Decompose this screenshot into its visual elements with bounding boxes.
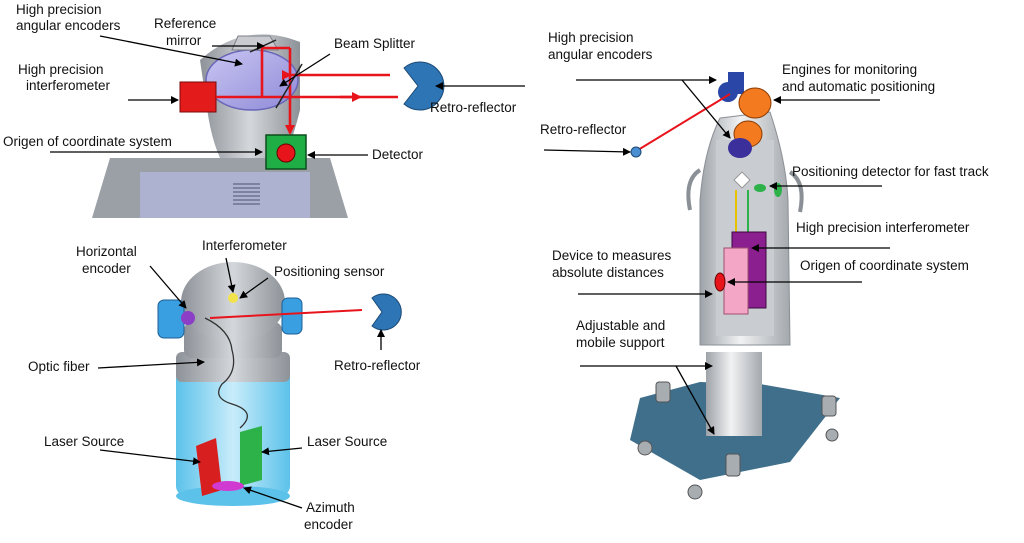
tl-interferometer-label-2: interferometer bbox=[26, 78, 111, 93]
r-engines-label-1: Engines for monitoring bbox=[782, 62, 918, 77]
tl-beam-splitter-label: Beam Splitter bbox=[334, 36, 416, 51]
right-laser-beam bbox=[637, 93, 731, 151]
r-angular-encoders-label-1: High precision bbox=[548, 30, 634, 45]
top-left-schematic bbox=[92, 34, 445, 218]
bl-azimuth-encoder-label-1: Azimuth bbox=[306, 500, 355, 515]
r-origen-label: Origen of coordinate system bbox=[800, 258, 969, 273]
bottom-left-cutaway bbox=[157, 262, 402, 506]
tl-angular-encoders-label-1: High precision bbox=[16, 2, 102, 17]
right-encoder-cap bbox=[281, 297, 303, 335]
bl-laser-source-left-label: Laser Source bbox=[44, 434, 125, 449]
bl-laser-source-right-label: Laser Source bbox=[307, 434, 388, 449]
r-support-label-2: mobile support bbox=[576, 335, 665, 350]
tl-origen-label: Origen of coordinate system bbox=[3, 134, 172, 149]
tl-angular-encoders-label-2: angular encoders bbox=[16, 18, 121, 33]
bl-positioning-sensor-label: Positioning sensor bbox=[274, 264, 385, 279]
bl-optic-fiber-label: Optic fiber bbox=[28, 359, 90, 374]
r-device-label-2: absolute distances bbox=[552, 265, 664, 280]
azimuth-encoder-disc bbox=[212, 481, 244, 491]
beam-splitter-diamond bbox=[733, 171, 751, 189]
bottom-left-leader-lines bbox=[97, 257, 385, 509]
right-leader-lines bbox=[543, 76, 890, 435]
beam-to-retro bbox=[209, 309, 363, 319]
left-handle bbox=[686, 168, 702, 211]
upper-angular-encoder bbox=[718, 82, 738, 102]
top-left-beam-paths bbox=[216, 46, 398, 135]
retro-reflector-top-left bbox=[403, 61, 445, 111]
tracker-base-panel bbox=[140, 172, 310, 218]
positioning-detector-green bbox=[774, 183, 782, 197]
laser-source-red bbox=[196, 438, 222, 496]
tracker-base-grill bbox=[233, 183, 260, 205]
detector-spot bbox=[276, 143, 296, 163]
r-support-label-1: Adjustable and bbox=[576, 318, 666, 333]
interferometer-box bbox=[179, 81, 217, 113]
encoder-disc bbox=[181, 311, 195, 325]
horizontal-encoder-cap bbox=[157, 299, 185, 339]
tl-interferometer-label-1: High precision bbox=[18, 62, 104, 77]
motor-upper bbox=[738, 87, 772, 119]
retro-reflector-right bbox=[630, 146, 642, 158]
optic-fiber-path bbox=[204, 317, 248, 429]
tl-reference-mirror-label-1: Reference bbox=[154, 16, 217, 31]
bl-retro-reflector-label: Retro-reflector bbox=[334, 358, 421, 373]
base-cylinder bbox=[176, 368, 290, 496]
r-device-label-1: Device to measures bbox=[552, 248, 672, 263]
bl-azimuth-encoder-label-2: encoder bbox=[304, 517, 353, 532]
r-positioning-detector-label: Positioning detector for fast track bbox=[792, 164, 989, 179]
r-retro-reflector-label: Retro-reflector bbox=[540, 122, 627, 137]
tl-detector-label: Detector bbox=[372, 147, 424, 162]
interferometer-element bbox=[228, 293, 238, 303]
beam-splitter-mirror bbox=[275, 63, 303, 109]
r-interferometer-label: High precision interferometer bbox=[796, 220, 970, 235]
stand-base-feet bbox=[637, 381, 839, 500]
bl-horizontal-encoder-label-2: encoder bbox=[82, 261, 131, 276]
bl-horizontal-encoder-label-1: Horizontal bbox=[76, 244, 137, 259]
tl-reference-mirror-label-2: mirror bbox=[166, 33, 202, 48]
absolute-distance-device bbox=[723, 247, 749, 315]
r-angular-encoders-label-2: angular encoders bbox=[548, 47, 653, 62]
right-tracker-assembly bbox=[630, 72, 840, 500]
coordinate-origin-dot bbox=[714, 272, 726, 292]
top-left-leader-lines bbox=[50, 35, 525, 159]
right-handle bbox=[788, 170, 804, 213]
fast-track-detector bbox=[754, 184, 766, 192]
laser-source-green bbox=[240, 426, 262, 486]
lower-angular-encoder bbox=[728, 138, 752, 158]
support-column bbox=[706, 352, 762, 436]
retro-reflector-bottom-left bbox=[371, 293, 402, 331]
r-engines-label-2: and automatic positioning bbox=[782, 79, 936, 94]
bl-interferometer-label: Interferometer bbox=[202, 238, 287, 253]
tl-retro-reflector-label: Retro-reflector bbox=[430, 100, 517, 115]
